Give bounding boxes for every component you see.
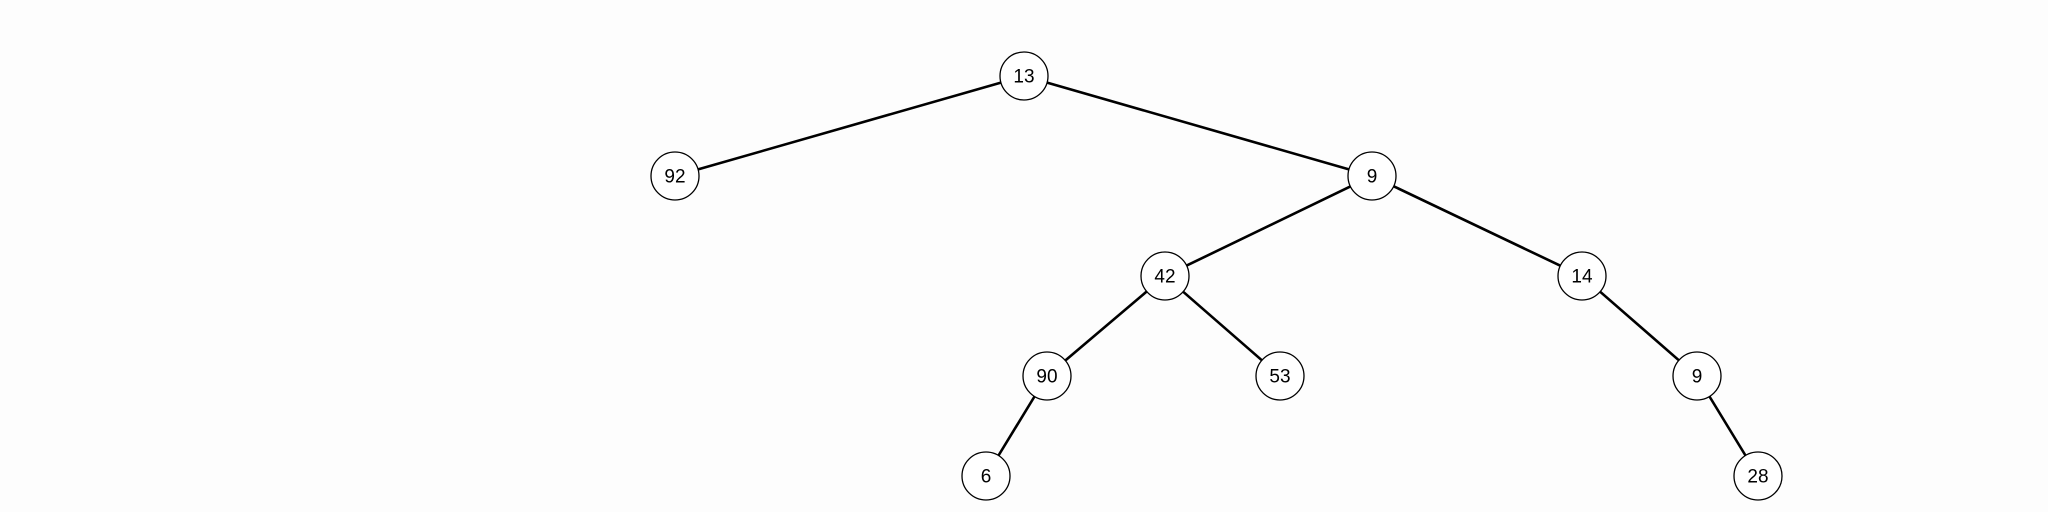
tree-node-label: 28 <box>1747 467 1768 488</box>
tree-node: 90 <box>1022 351 1072 401</box>
tree-node-label: 9 <box>1692 367 1703 388</box>
tree-edge <box>997 395 1036 457</box>
tree-node-circle <box>1557 251 1607 301</box>
tree-node: 14 <box>1557 251 1607 301</box>
tree-node-label: 90 <box>1036 367 1057 388</box>
tree-node: 9 <box>1347 151 1397 201</box>
tree-node-label: 53 <box>1269 367 1290 388</box>
tree-edge <box>1181 290 1264 362</box>
tree-node-circle <box>1733 451 1783 501</box>
tree-node-label: 9 <box>1367 167 1378 188</box>
tree-node-label: 14 <box>1571 267 1593 288</box>
tree-node-circle <box>999 51 1049 101</box>
tree-edge <box>1185 185 1352 267</box>
tree-node: 53 <box>1255 351 1305 401</box>
tree-edges <box>696 81 1747 457</box>
tree-edge <box>1045 81 1351 171</box>
tree-node-circle <box>650 151 700 201</box>
tree-edge <box>696 81 1003 171</box>
tree-nodes: 13 92 9 42 14 90 53 9 6 28 <box>650 51 1783 501</box>
tree-node-label: 6 <box>981 467 992 488</box>
tree-node: 42 <box>1140 251 1190 301</box>
tree-node: 9 <box>1672 351 1722 401</box>
tree-node-circle <box>1022 351 1072 401</box>
tree-node-circle <box>961 451 1011 501</box>
tree-node: 92 <box>650 151 700 201</box>
tree-edge <box>1392 185 1562 268</box>
tree-node: 13 <box>999 51 1049 101</box>
tree-node: 6 <box>961 451 1011 501</box>
tree-node-label: 42 <box>1154 267 1175 288</box>
tree-edge <box>1064 290 1148 362</box>
tree-node-label: 92 <box>664 167 685 188</box>
tree-node-circle <box>1140 251 1190 301</box>
tree-edge <box>1598 290 1681 362</box>
tree-node-label: 13 <box>1013 67 1034 88</box>
tree-node: 28 <box>1733 451 1783 501</box>
tree-node-circle <box>1347 151 1397 201</box>
tree-node-circle <box>1255 351 1305 401</box>
tree-edge <box>1708 395 1747 457</box>
tree-node-circle <box>1672 351 1722 401</box>
